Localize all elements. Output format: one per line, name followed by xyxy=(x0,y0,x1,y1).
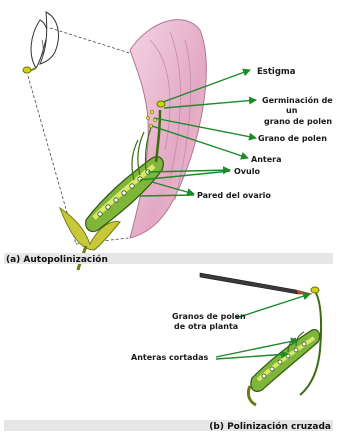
label-germinacion-3: grano de polen xyxy=(264,117,332,126)
label-granos-1: Granos de polen xyxy=(172,312,246,321)
small-flower-inset xyxy=(23,12,58,73)
flower-cross-section xyxy=(60,20,206,270)
caption-a: (a) Autopolinización xyxy=(6,254,108,265)
label-germinacion-2: un xyxy=(286,106,298,115)
label-grano-de-polen: Grano de polen xyxy=(258,134,327,143)
label-germinacion-1: Germinación de xyxy=(262,95,333,105)
label-ovulo: Ovulo xyxy=(234,167,260,176)
stigma-b xyxy=(311,287,319,293)
pencil-brush xyxy=(200,273,312,294)
label-antera: Antera xyxy=(251,155,281,164)
labels-part-a: Estigma Germinación de un grano de polen… xyxy=(197,67,333,200)
label-granos-2: de otra planta xyxy=(174,322,238,331)
cut-flower-b xyxy=(248,287,321,405)
label-pared-del-ovario: Pared del ovario xyxy=(197,191,271,200)
arrow-pared-2 xyxy=(140,195,194,196)
label-anteras-cortadas: Anteras cortadas xyxy=(131,353,209,362)
caption-b: (b) Polinización cruzada xyxy=(209,421,331,432)
arrow-granos xyxy=(236,294,310,318)
label-estigma: Estigma xyxy=(257,67,296,77)
